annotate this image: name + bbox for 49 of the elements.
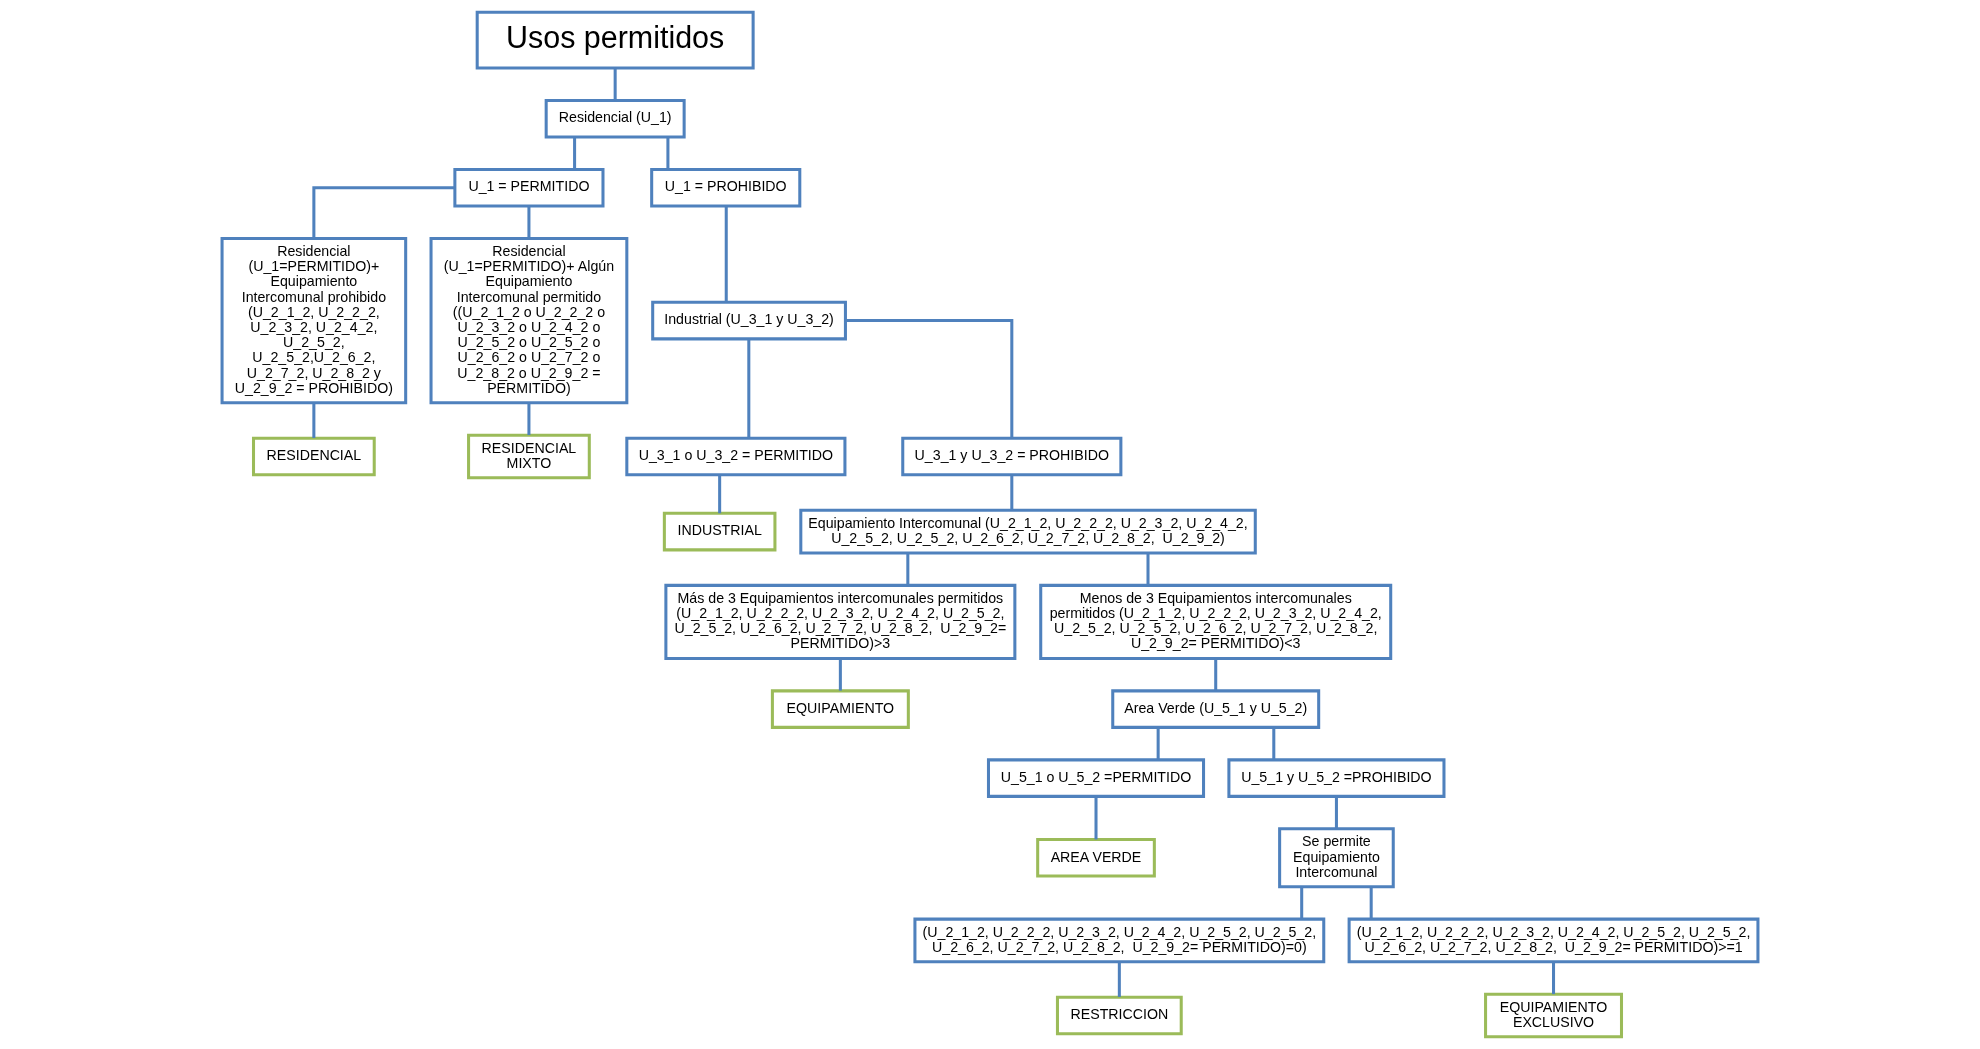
node-box: EQUIPAMIENTO xyxy=(770,689,910,729)
node-box: (U_2_1_2, U_2_2_2, U_2_3_2, U_2_4_2, U_2_5_2, U_2_5_2, U_2_6_2, U_2_7_2, U_2_8_2, U_2_9_2= PERMITIDO)>=1 xyxy=(1347,917,1760,964)
connector xyxy=(1369,886,1373,919)
connector xyxy=(1300,886,1304,919)
connector xyxy=(906,553,910,586)
node-box: INDUSTRIAL xyxy=(662,511,777,552)
connector xyxy=(724,206,728,303)
node-box: RESIDENCIAL MIXTO xyxy=(467,433,591,480)
connector xyxy=(312,402,316,439)
connector xyxy=(312,186,455,239)
node-box: U_5_1 o U_5_2 =PERMITIDO xyxy=(986,758,1206,798)
connector xyxy=(1552,961,1556,995)
node-box: Industrial (U_3_1 y U_3_2) xyxy=(651,300,847,341)
connector xyxy=(613,68,617,101)
connector xyxy=(1156,727,1160,760)
node-box: U_3_1 o U_3_2 = PERMITIDO xyxy=(625,436,847,477)
connector xyxy=(1094,796,1098,840)
node-box: Más de 3 Equipamientos intercomunales permitidos (U_2_1_2, U_2_2_2, U_2_3_2, U_2_4_2, U_2_5_2, U_2_5_2, U_2_6_2, U_2_7_2, U_2_8_2, U_2_9_2= PERMITIDO)>3 xyxy=(664,583,1017,660)
node-box: Usos permitidos xyxy=(475,10,755,70)
node-box: U_3_1 y U_3_2 = PROHIBIDO xyxy=(901,436,1123,477)
connector xyxy=(1272,727,1276,760)
node-box: RESIDENCIAL xyxy=(252,436,376,477)
node-box: EQUIPAMIENTO EXCLUSIVO xyxy=(1484,992,1623,1039)
node-box: U_1 = PROHIBIDO xyxy=(650,167,802,208)
connector xyxy=(1214,658,1218,691)
connector xyxy=(527,206,531,239)
connector xyxy=(573,137,577,170)
node-box: Residencial (U_1=PERMITIDO)+ Algún Equipamiento Intercomunal permitido ((U_2_1_2 o U_2_2_2 o U_2_3_2 o U_2_4_2 o U_2_5_2 o U_2_5_2 o U_2_6_2 o U_2_7_2 o U_2_8_2 o U_2_9_2 = PERMITIDO) xyxy=(429,236,629,405)
node-box: Residencial (U_1) xyxy=(544,98,686,139)
node-box: AREA VERDE xyxy=(1036,837,1156,878)
node-box: RESTRICCION xyxy=(1055,995,1183,1036)
connector xyxy=(527,402,531,436)
node-box: Area Verde (U_5_1 y U_5_2) xyxy=(1111,689,1321,729)
node-box: Menos de 3 Equipamientos intercomunales permitidos (U_2_1_2, U_2_2_2, U_2_3_2, U_2_4_2, U_2_5_2, U_2_5_2, U_2_6_2, U_2_7_2, U_2_8_2, U_2_9_2= PERMITIDO)<3 xyxy=(1039,583,1393,660)
node-box: U_5_1 y U_5_2 =PROHIBIDO xyxy=(1227,758,1446,798)
node-box: (U_2_1_2, U_2_2_2, U_2_3_2, U_2_4_2, U_2_5_2, U_2_5_2, U_2_6_2, U_2_7_2, U_2_8_2, U_2_9_2= PERMITIDO)=0) xyxy=(913,917,1326,964)
node-box: Equipamiento Intercomunal (U_2_1_2, U_2_2_2, U_2_3_2, U_2_4_2, U_2_5_2, U_2_5_2, U_2_6_2, U_2_7_2, U_2_8_2, U_2_9_2) xyxy=(799,508,1257,555)
connector xyxy=(747,338,751,439)
connector xyxy=(1117,961,1121,997)
connector xyxy=(666,137,670,170)
connector xyxy=(1146,553,1150,586)
connector xyxy=(718,475,722,514)
node-box: U_1 = PERMITIDO xyxy=(453,167,605,208)
node-box: Residencial (U_1=PERMITIDO)+ Equipamiento Intercomunal prohibido (U_2_1_2, U_2_2_2, U_2_3_2, U_2_4_2, U_2_5_2, U_2_5_2,U_2_6_2, U_2_7_2, U_2_8_2 y U_2_9_2 = PROHIBIDO) xyxy=(220,236,408,405)
node-box: Se permite Equipamiento Intercomunal xyxy=(1278,827,1395,889)
connector xyxy=(1334,796,1338,829)
connector xyxy=(838,658,842,691)
connector xyxy=(1010,475,1014,511)
connector xyxy=(845,319,1014,439)
